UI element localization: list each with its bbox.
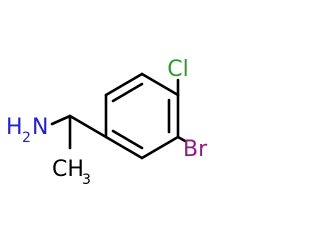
bond-chiral-to-nitrogen [50,114,72,126]
ring-bond-2 [140,72,180,97]
molecule-svg: Cl Br H 2 N CH 3 [6,57,208,188]
methyl-label: CH [52,157,84,182]
chlorine-label: Cl [167,57,188,82]
structure-diagram: Cl Br H 2 N CH 3 [6,57,208,188]
ring-bond-5 [104,135,144,160]
ring-double-bond-bottom [111,129,144,150]
bromine-label: Br [183,137,208,162]
ring-double-bond-top [111,82,144,103]
bond-ring-to-chiral-carbon [68,114,108,139]
benzene-ring [104,72,180,160]
ring-bond-1 [104,72,144,97]
nitrogen-label: N [32,115,48,140]
bond-to-bromine [176,135,187,143]
amine-h-label: H [6,115,23,140]
ring-bond-4 [140,135,180,160]
amine-subscript: 2 [22,130,31,146]
methyl-subscript: 3 [82,172,91,188]
